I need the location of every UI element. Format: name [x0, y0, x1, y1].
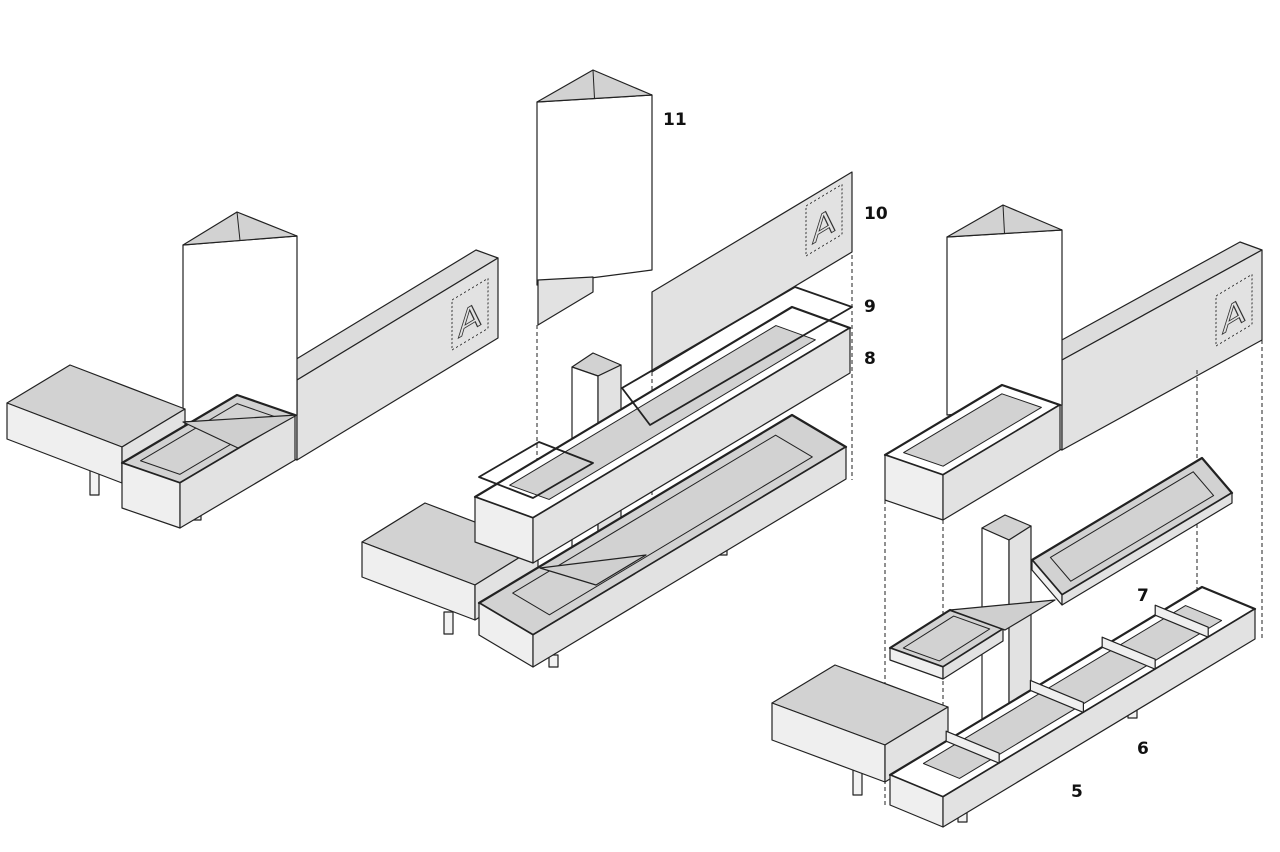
- shapes-layer: [6, 69, 1263, 828]
- left-long-trough-front-face: [296, 257, 499, 461]
- right-upper-tray-tray-floor: [903, 393, 1042, 467]
- part-5-6-base-trough-tray-floor: [922, 605, 1223, 779]
- middle-lower-trough-front-face: [532, 446, 847, 668]
- left-connector-plate: [182, 414, 298, 449]
- base-trough-divider: [1101, 636, 1156, 670]
- logo-frame: [805, 183, 843, 257]
- part-9-top-frame: [621, 286, 853, 426]
- label-part-8: 8: [864, 349, 876, 369]
- base-trough-divider: [1154, 604, 1209, 638]
- part-7-long-tray-front-face: [1061, 492, 1233, 606]
- left-tri-column-front-face: [182, 235, 298, 423]
- middle-connector-plate: [539, 554, 647, 586]
- middle-trough-leg: [548, 654, 559, 668]
- part-9-small-frame: [478, 441, 594, 499]
- left-tri-column-inner-divider: [236, 211, 241, 241]
- part-8-upper-trough-tray-floor: [509, 325, 816, 500]
- label-part-5: 5: [1071, 782, 1083, 802]
- part-7-long-tray-tray-floor: [1049, 471, 1215, 582]
- label-part-10: 10: [864, 204, 888, 224]
- logo-frame: [451, 277, 489, 351]
- logo-frame: [1215, 273, 1253, 347]
- part-11-tri-column-front-face: [536, 94, 653, 286]
- right-upper-tray-front-face: [942, 404, 1061, 521]
- label-part-6: 6: [1137, 739, 1149, 759]
- label-part-9: 9: [864, 297, 876, 317]
- label-part-11: 11: [663, 110, 687, 130]
- label-part-7: 7: [1137, 586, 1149, 606]
- right-tri-column-inner-divider: [1002, 204, 1005, 234]
- part-8-upper-trough-front-face: [532, 327, 851, 564]
- base-trough-divider: [945, 730, 1000, 764]
- right-small-tray-tray-floor: [902, 615, 991, 662]
- part-11-lower-panel: [537, 276, 594, 326]
- base-trough-divider: [1029, 679, 1085, 714]
- right-connector-plate: [949, 599, 1056, 631]
- right-long-trough-front-face: [1061, 249, 1263, 451]
- part-10-sign-panel: [651, 171, 853, 373]
- middle-pedestal-leg: [443, 611, 454, 635]
- part-labels: 11 10 9 8 7 6 5: [663, 110, 1149, 802]
- right-pedestal-leg: [852, 769, 863, 796]
- right-small-tray-front-face: [942, 628, 1004, 680]
- part-11-tri-column-inner-divider: [592, 69, 595, 99]
- part-5-6-base-trough-front-face: [942, 608, 1256, 828]
